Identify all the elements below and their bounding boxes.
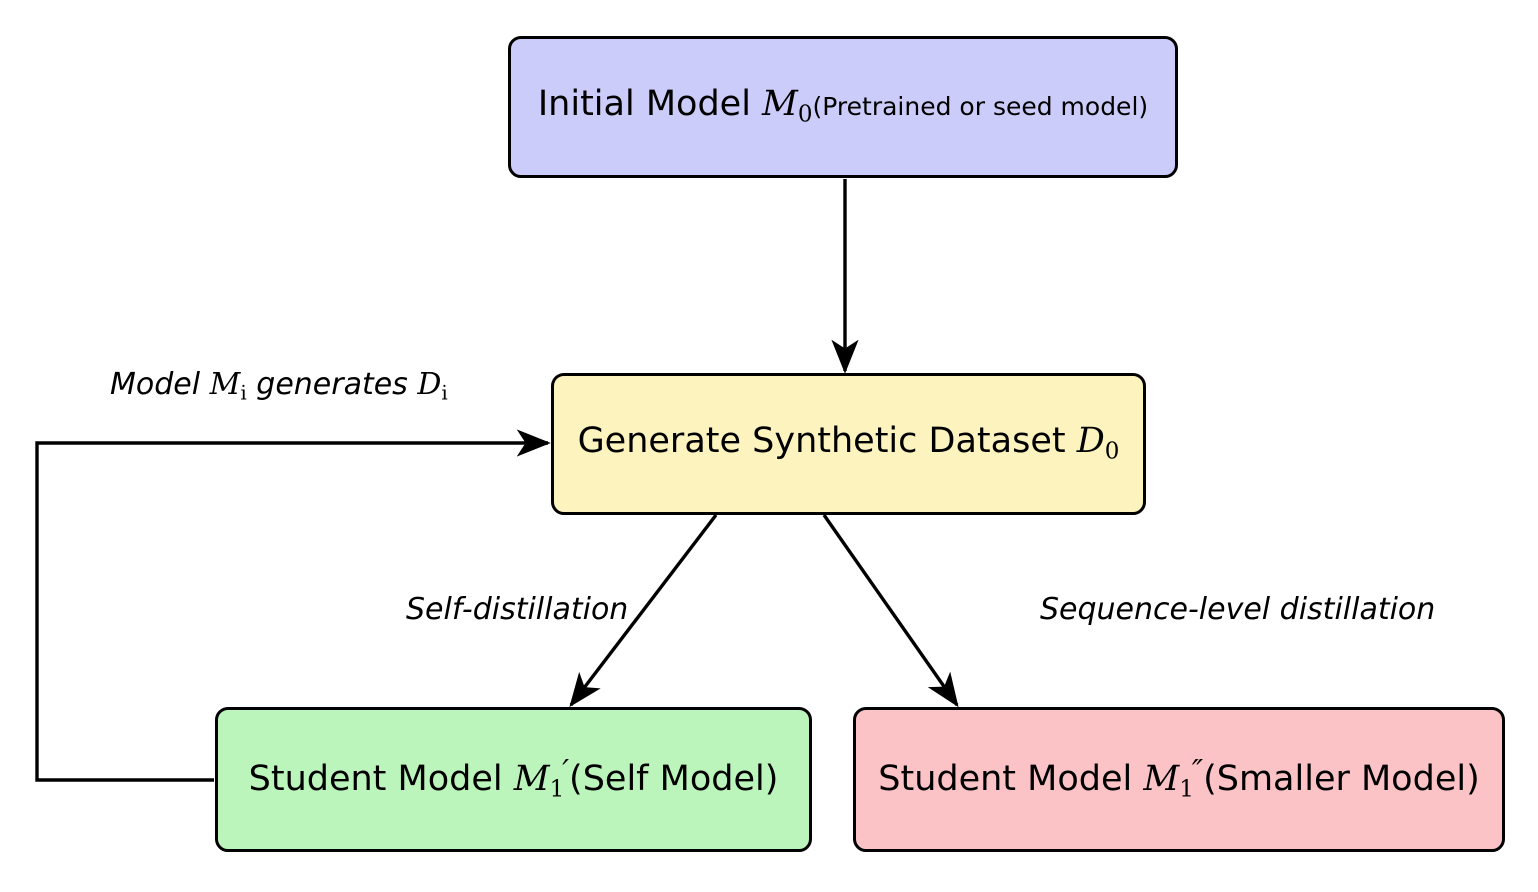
node-student-smaller-label: Student Model M1″(Smaller Model): [878, 757, 1479, 801]
node-generate-dataset-subscript: 0: [1104, 438, 1120, 465]
node-student-smaller-prime: ″: [1191, 754, 1204, 790]
edge-label-self-distillation: Self-distillation: [406, 592, 629, 627]
node-student-self-prime: ′: [562, 754, 570, 790]
edge-label-feedback-symbol: M: [209, 367, 241, 402]
edge-label-feedback-subscript: i: [240, 380, 247, 405]
node-student-smaller-paren: (Smaller Model): [1203, 759, 1480, 800]
edge-label-feedback-symbol2: D: [417, 367, 442, 402]
edge-label-feedback-loop: Model Mi generates Di: [110, 370, 448, 403]
node-initial-model-symbol: M: [762, 84, 798, 125]
node-student-self-symbol: M: [513, 759, 550, 800]
edge-dataset-to-smaller: [822, 514, 959, 708]
node-initial-model-text: Initial Model: [537, 84, 763, 125]
node-student-smaller-text: Student Model: [878, 759, 1144, 800]
edge-label-sequence-level-distillation: Sequence-level distillation: [1040, 592, 1436, 627]
node-generate-dataset-text: Generate Synthetic Dataset: [577, 421, 1077, 462]
node-student-self-subscript: 1: [549, 776, 565, 803]
node-student-self-label: Student Model M1′(Self Model): [249, 757, 779, 801]
node-generate-dataset-symbol: D: [1076, 421, 1105, 462]
node-generate-dataset[interactable]: Generate Synthetic Dataset D0: [551, 373, 1146, 515]
node-student-self[interactable]: Student Model M1′(Self Model): [215, 707, 812, 852]
edge-label-feedback-prefix: Model: [110, 367, 210, 402]
edge-label-feedback-mid: generates: [246, 367, 418, 402]
node-initial-model-label: Initial Model M0(Pretrained or seed mode…: [538, 87, 1148, 126]
node-initial-model-paren: (Pretrained or seed model): [812, 92, 1149, 122]
node-student-smaller-subscript: 1: [1179, 776, 1194, 803]
node-student-smaller-symbol: M: [1143, 759, 1180, 800]
node-initial-model-subscript: 0: [797, 101, 813, 128]
node-initial-model[interactable]: Initial Model M0(Pretrained or seed mode…: [508, 36, 1178, 178]
node-generate-dataset-label: Generate Synthetic Dataset D0: [578, 424, 1120, 463]
node-student-self-paren: (Self Model): [569, 759, 779, 800]
node-student-smaller[interactable]: Student Model M1″(Smaller Model): [853, 707, 1505, 852]
edge-label-feedback-subscript2: i: [441, 380, 448, 405]
node-student-self-text: Student Model: [248, 759, 514, 800]
